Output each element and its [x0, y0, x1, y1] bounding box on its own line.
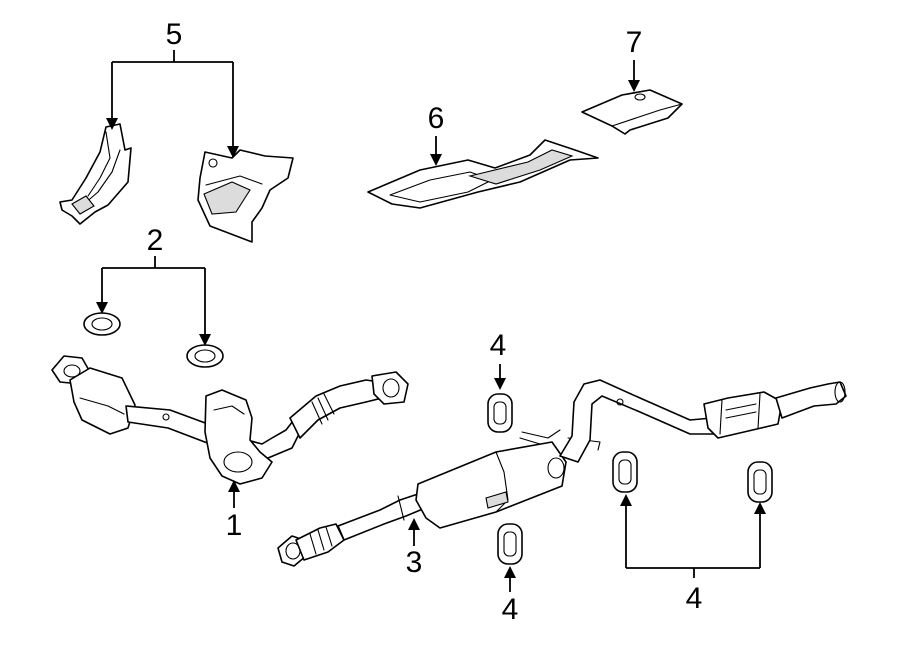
leader-4a — [494, 364, 506, 390]
leader-4b — [504, 566, 516, 592]
callout-4-top: 4 — [490, 329, 507, 362]
callout-1: 1 — [226, 509, 243, 542]
callout-3: 3 — [406, 546, 423, 579]
callout-4-bottom: 4 — [502, 593, 519, 626]
callout-7: 7 — [626, 26, 643, 59]
leader-7 — [628, 60, 640, 92]
callout-6: 6 — [428, 102, 445, 135]
heat-shield-plate — [581, 89, 683, 135]
rear-exhaust-assembly — [277, 379, 847, 567]
leader-3 — [408, 518, 420, 546]
hanger-insulator-2 — [497, 523, 523, 565]
leader-4c — [620, 494, 766, 578]
hanger-insulator-3 — [612, 451, 638, 493]
callout-5: 5 — [166, 18, 183, 51]
callout-2: 2 — [147, 224, 164, 257]
leader-5 — [106, 50, 239, 158]
heat-shield-left — [59, 123, 132, 225]
hanger-insulator-4 — [747, 461, 773, 503]
heat-shield-right — [197, 149, 294, 243]
leader-1 — [228, 480, 240, 508]
heat-shield-center — [367, 139, 599, 209]
leader-6 — [430, 136, 442, 166]
hanger-insulator-1 — [487, 393, 513, 433]
gasket-left — [83, 312, 121, 336]
front-pipe-assembly — [51, 355, 409, 485]
leader-2 — [96, 256, 211, 346]
gasket-right — [186, 344, 224, 368]
callout-4-right: 4 — [686, 582, 703, 615]
